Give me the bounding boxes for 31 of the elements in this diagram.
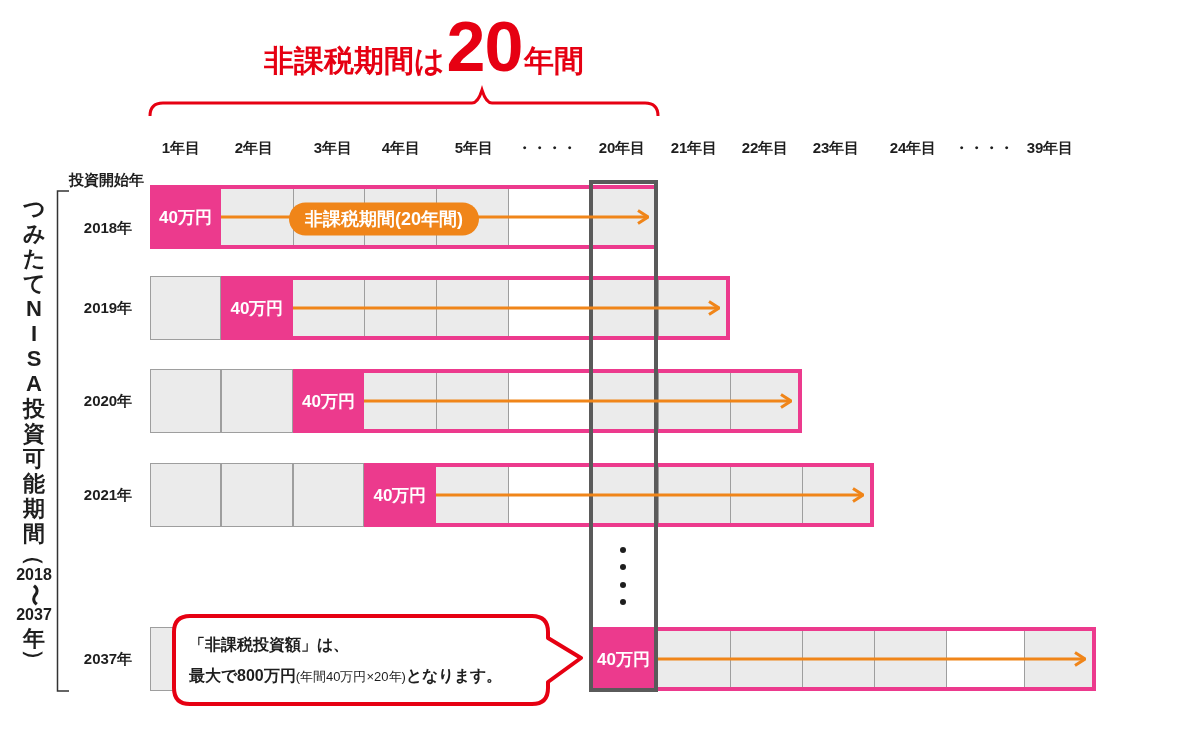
arrow <box>364 393 793 409</box>
column-header: ・・・・ <box>517 139 577 157</box>
row-label: 2019年 <box>83 299 133 317</box>
column-header: 23年目 <box>812 139 860 157</box>
title: 非課税期間は20年間 <box>263 12 585 82</box>
column-header: 21年目 <box>670 139 718 157</box>
row-label: 2021年 <box>83 486 133 504</box>
column-header: 22年目 <box>741 139 789 157</box>
column-header: 2年目 <box>234 139 274 157</box>
edge-label: 非課税期間(20年間) <box>289 202 479 236</box>
column-header: ・・・・ <box>954 139 1014 157</box>
row-label: 2037年 <box>83 650 133 668</box>
column-header: 3年目 <box>313 139 353 157</box>
arrow <box>658 651 1087 667</box>
speech-bubble <box>172 614 584 706</box>
column-header: 5年目 <box>454 139 494 157</box>
column-header: 4年目 <box>381 139 421 157</box>
row-label: 2020年 <box>83 392 133 410</box>
column-header: 20年目 <box>598 139 646 157</box>
arrow <box>436 487 865 503</box>
vertical-label: つみたてNISA投資可能期間（2018〜2037年） <box>16 196 52 669</box>
timeline-bar <box>364 463 874 527</box>
column-header: 39年目 <box>1026 139 1074 157</box>
timeline-bar <box>293 369 802 433</box>
arrow <box>293 300 721 316</box>
row-label: 2018年 <box>83 219 133 237</box>
column-header: 1年目 <box>161 139 201 157</box>
column-header: 24年目 <box>889 139 937 157</box>
callout-text: 「非課税投資額」は、最大で800万円(年間40万円×20年)となります。 <box>189 635 502 687</box>
row-label: 投資開始年 <box>68 171 144 189</box>
timeline-bar <box>221 276 730 340</box>
